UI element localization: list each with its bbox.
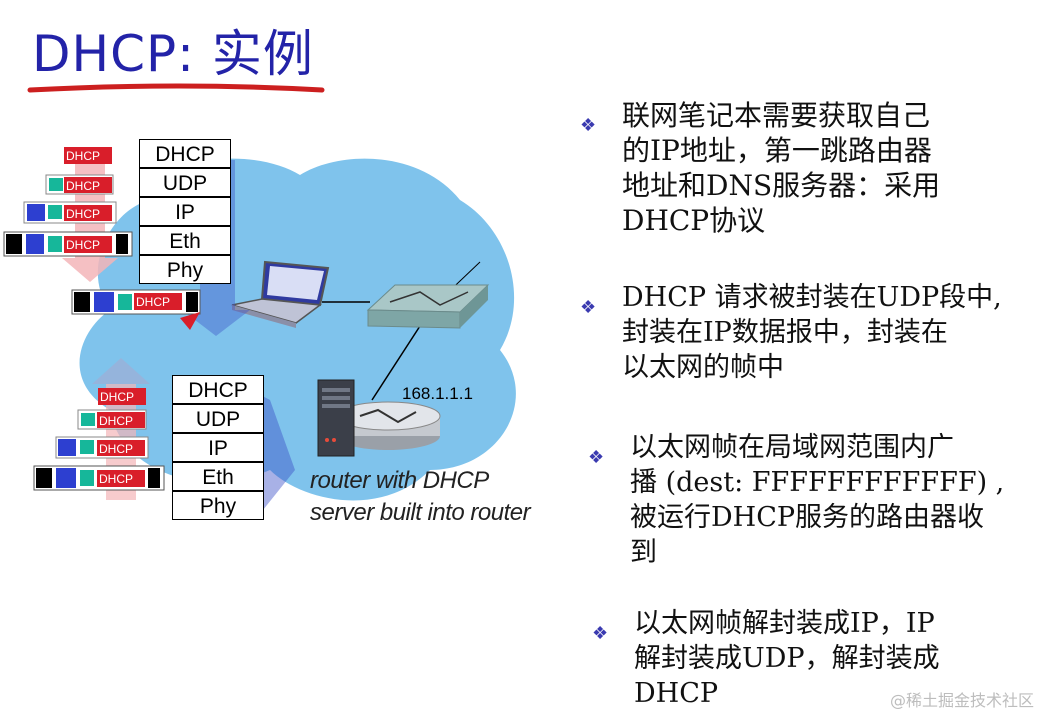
stack-layer-dhcp: DHCP [172, 375, 264, 404]
page-title: DHCP: 实例 [32, 25, 314, 83]
stack-layer-eth: Eth [172, 462, 264, 491]
stack-layer-ip: IP [139, 197, 231, 226]
packet-label: DHCP [100, 390, 134, 404]
title-underline [27, 83, 325, 93]
packet-ip-rx: DHCP [55, 436, 149, 459]
stack-layer-dhcp: DHCP [139, 139, 231, 168]
packet-udp: DHCP [45, 174, 114, 195]
watermark: @稀土掘金技术社区 [889, 691, 1034, 710]
packet-ip: DHCP [23, 201, 117, 224]
laptop-icon [231, 260, 330, 328]
packet-dhcp-rx: DHCP [98, 388, 146, 405]
packet-eth: DHCP [3, 231, 133, 257]
packet-label: DHCP [66, 238, 100, 252]
stack-layer-ip: IP [172, 433, 264, 462]
router-caption: router with DHCP server built into route… [310, 467, 531, 526]
diamond-bullet-icon: ❖ [592, 623, 609, 644]
packet-label: DHCP [99, 472, 133, 486]
router-ip-label: 168.1.1.1 [402, 384, 473, 403]
packet-in-transit: DHCP [71, 289, 201, 330]
decap-arrow-bottom-head [92, 358, 150, 384]
stack-layer-eth: Eth [139, 226, 231, 255]
diamond-bullet-icon: ❖ [580, 297, 597, 318]
stack-layer-udp: UDP [139, 168, 231, 197]
packet-label: DHCP [66, 149, 100, 163]
cable-switch-router [371, 325, 421, 401]
stack-layer-udp: UDP [172, 404, 264, 433]
packet-label: DHCP [66, 207, 100, 221]
diamond-bullet-icon: ❖ [580, 115, 597, 136]
switch-icon [366, 284, 490, 329]
packet-dhcp: DHCP [64, 147, 112, 164]
packet-eth-rx: DHCP [33, 465, 165, 491]
packet-label: DHCP [99, 414, 133, 428]
packet-label: DHCP [66, 179, 100, 193]
stack-layer-phy: Phy [139, 255, 231, 284]
stack-layer-phy: Phy [172, 491, 264, 520]
packet-label: DHCP [99, 442, 133, 456]
packet-udp-rx: DHCP [77, 409, 147, 430]
diamond-bullet-icon: ❖ [588, 447, 605, 468]
packet-label: DHCP [136, 295, 170, 309]
router-server-icon [317, 379, 441, 457]
